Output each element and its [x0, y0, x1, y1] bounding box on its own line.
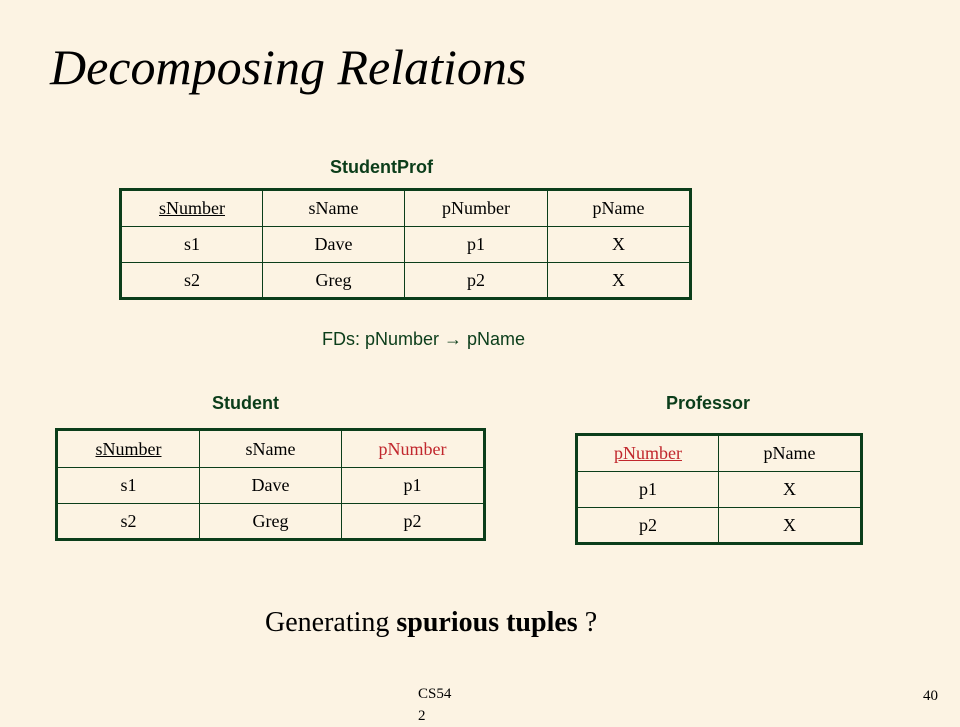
student-label: Student — [212, 393, 279, 413]
question-emphasis: spurious tuples — [396, 607, 578, 638]
course-code: CS542 — [418, 686, 452, 724]
table-cell: Greg — [262, 262, 405, 299]
table-cell: Greg — [199, 503, 342, 540]
page-number: 40 — [923, 688, 938, 704]
table-cell: Dave — [199, 467, 342, 504]
column-header-pnumber: pNumber — [341, 429, 485, 468]
table-cell: s1 — [120, 226, 263, 263]
professor-table: pNumber pName p1 X p2 X — [575, 433, 863, 545]
table-cell: s2 — [120, 262, 263, 299]
table-row: p1 X — [576, 471, 862, 508]
table-cell: p1 — [341, 467, 485, 504]
column-header-pnumber: pNumber — [576, 434, 719, 472]
table-cell: p2 — [404, 262, 548, 299]
column-header-pname: pName — [718, 434, 862, 472]
functional-dependency: FDs: pNumber → pName — [322, 329, 525, 350]
question-tail: ? — [577, 607, 598, 638]
table-cell: X — [547, 226, 691, 263]
professor-label: Professor — [666, 393, 751, 413]
question-lead: Generating — [265, 607, 397, 638]
table-header-row: pNumber pName — [576, 434, 862, 472]
table-header-row: sNumber sName pNumber — [56, 429, 485, 468]
table-cell: X — [547, 262, 691, 299]
table-header-row: sNumber sName pNumber pName — [120, 189, 691, 227]
table-cell: Dave — [262, 226, 405, 263]
table-row: p2 X — [576, 507, 862, 544]
student-table: sNumber sName pNumber s1 Dave p1 s2 Greg… — [55, 428, 486, 541]
table-cell: s1 — [56, 467, 200, 504]
column-header-sname: sName — [199, 429, 342, 468]
column-header-pnumber: pNumber — [404, 189, 548, 227]
table-cell: X — [718, 471, 862, 508]
column-header-sname: sName — [262, 189, 405, 227]
table-row: s1 Dave p1 — [56, 467, 485, 504]
table-cell: p2 — [341, 503, 485, 540]
table-row: s2 Greg p2 — [56, 503, 485, 540]
studentprof-table: sNumber sName pNumber pName s1 Dave p1 X… — [119, 188, 692, 300]
slide-title: Decomposing Relations — [50, 39, 527, 95]
fd-prefix: FDs: pNumber — [322, 329, 445, 349]
column-header-snumber: sNumber — [56, 429, 200, 468]
column-header-pname: pName — [547, 189, 691, 227]
table-cell: s2 — [56, 503, 200, 540]
table-cell: X — [718, 507, 862, 544]
arrow-icon: → — [444, 329, 463, 349]
question-text: Generating spurious tuples ? — [265, 607, 597, 639]
table-cell: p1 — [576, 471, 719, 508]
table-cell: p1 — [404, 226, 548, 263]
table-row: s2 Greg p2 X — [120, 262, 691, 299]
studentprof-label: StudentProf — [330, 157, 433, 177]
column-header-snumber: sNumber — [120, 189, 263, 227]
table-cell: p2 — [576, 507, 719, 544]
fd-suffix: pName — [462, 329, 526, 349]
table-row: s1 Dave p1 X — [120, 226, 691, 263]
